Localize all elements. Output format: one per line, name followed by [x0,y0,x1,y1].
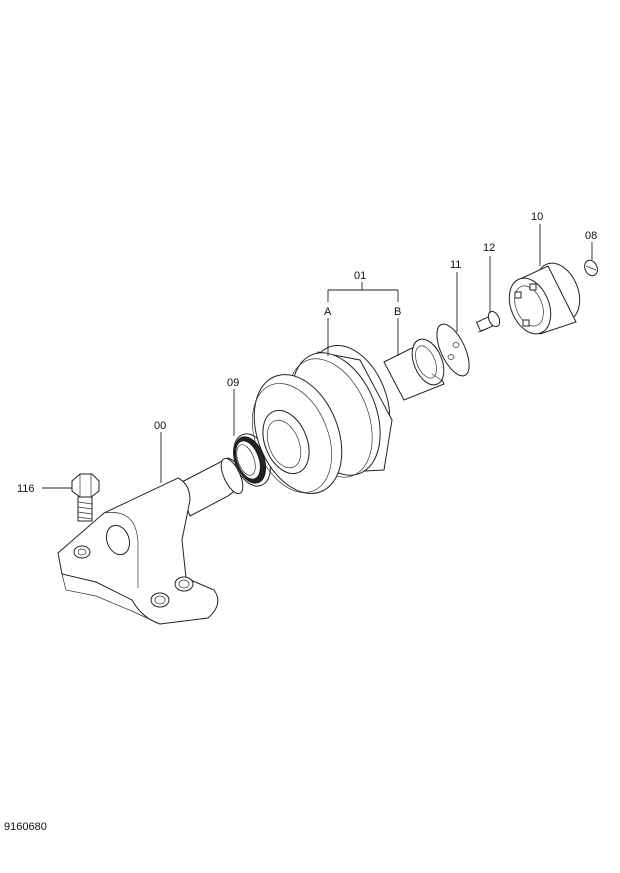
part-retainer-10[interactable] [502,257,588,340]
callout-09: 09 [227,377,239,389]
part-bolt-116[interactable] [71,473,100,522]
callout-11: 11 [450,259,461,271]
drawing-number: 9160680 [4,821,47,833]
callout-b: B [394,306,401,318]
part-plate-11[interactable] [430,320,475,381]
callout-08: 08 [585,230,597,242]
callout-10: 10 [531,211,543,223]
callout-116: 116 [17,483,35,495]
callout-12: 12 [483,242,495,254]
callout-00: 00 [154,420,166,432]
leader-lines [42,224,593,489]
part-screw-12[interactable] [475,310,502,333]
part-plug-08[interactable] [582,258,600,278]
callout-01: 01 [354,270,366,282]
callout-a: A [324,306,332,318]
part-roller-01[interactable] [237,334,450,507]
